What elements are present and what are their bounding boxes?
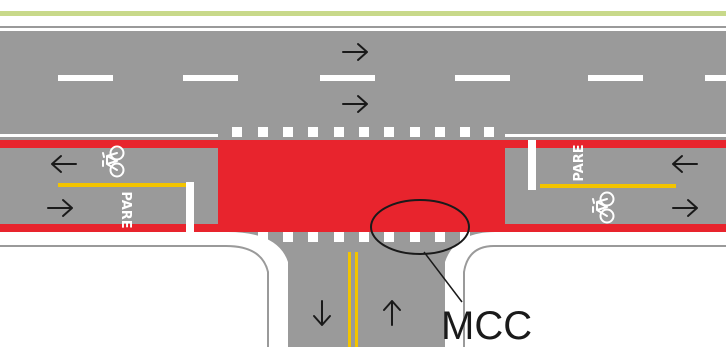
lane-center-dashes [58,75,726,81]
curb-line-right [505,134,726,137]
yellow-divider-right [540,184,676,188]
cycle-track-red-border-top-right [505,140,726,148]
stop-stencil-left: PARE [118,191,133,228]
curb-right-outer [463,245,726,347]
callout-leader [423,251,463,303]
yellow-divider-left [58,183,186,187]
cycle-track-red-border-top-left [0,140,218,148]
cycle-track-red-border-bottom-left [0,224,218,232]
curb-line-left [0,134,218,137]
curb-left-outer [0,245,269,347]
cycle-track-red-border-bottom-right [505,224,726,232]
side-street [228,232,495,347]
curb-right-corner [454,238,726,347]
stop-bar-right [528,140,536,190]
callout-label: MCC [441,304,532,347]
zebra-top [232,127,494,137]
yellow-center-line-2 [355,252,358,347]
callout-ellipse [370,199,470,255]
curb-left-corner [0,238,278,347]
red-crossing-box [218,140,505,232]
main-road [0,26,726,139]
stop-stencil-right: PARE [572,144,587,181]
yellow-center-line-1 [348,252,351,347]
main-road-top-edge [0,28,726,31]
top-verge-line [0,11,726,16]
zebra-bottom [258,232,470,242]
stop-bar-left [186,182,194,232]
